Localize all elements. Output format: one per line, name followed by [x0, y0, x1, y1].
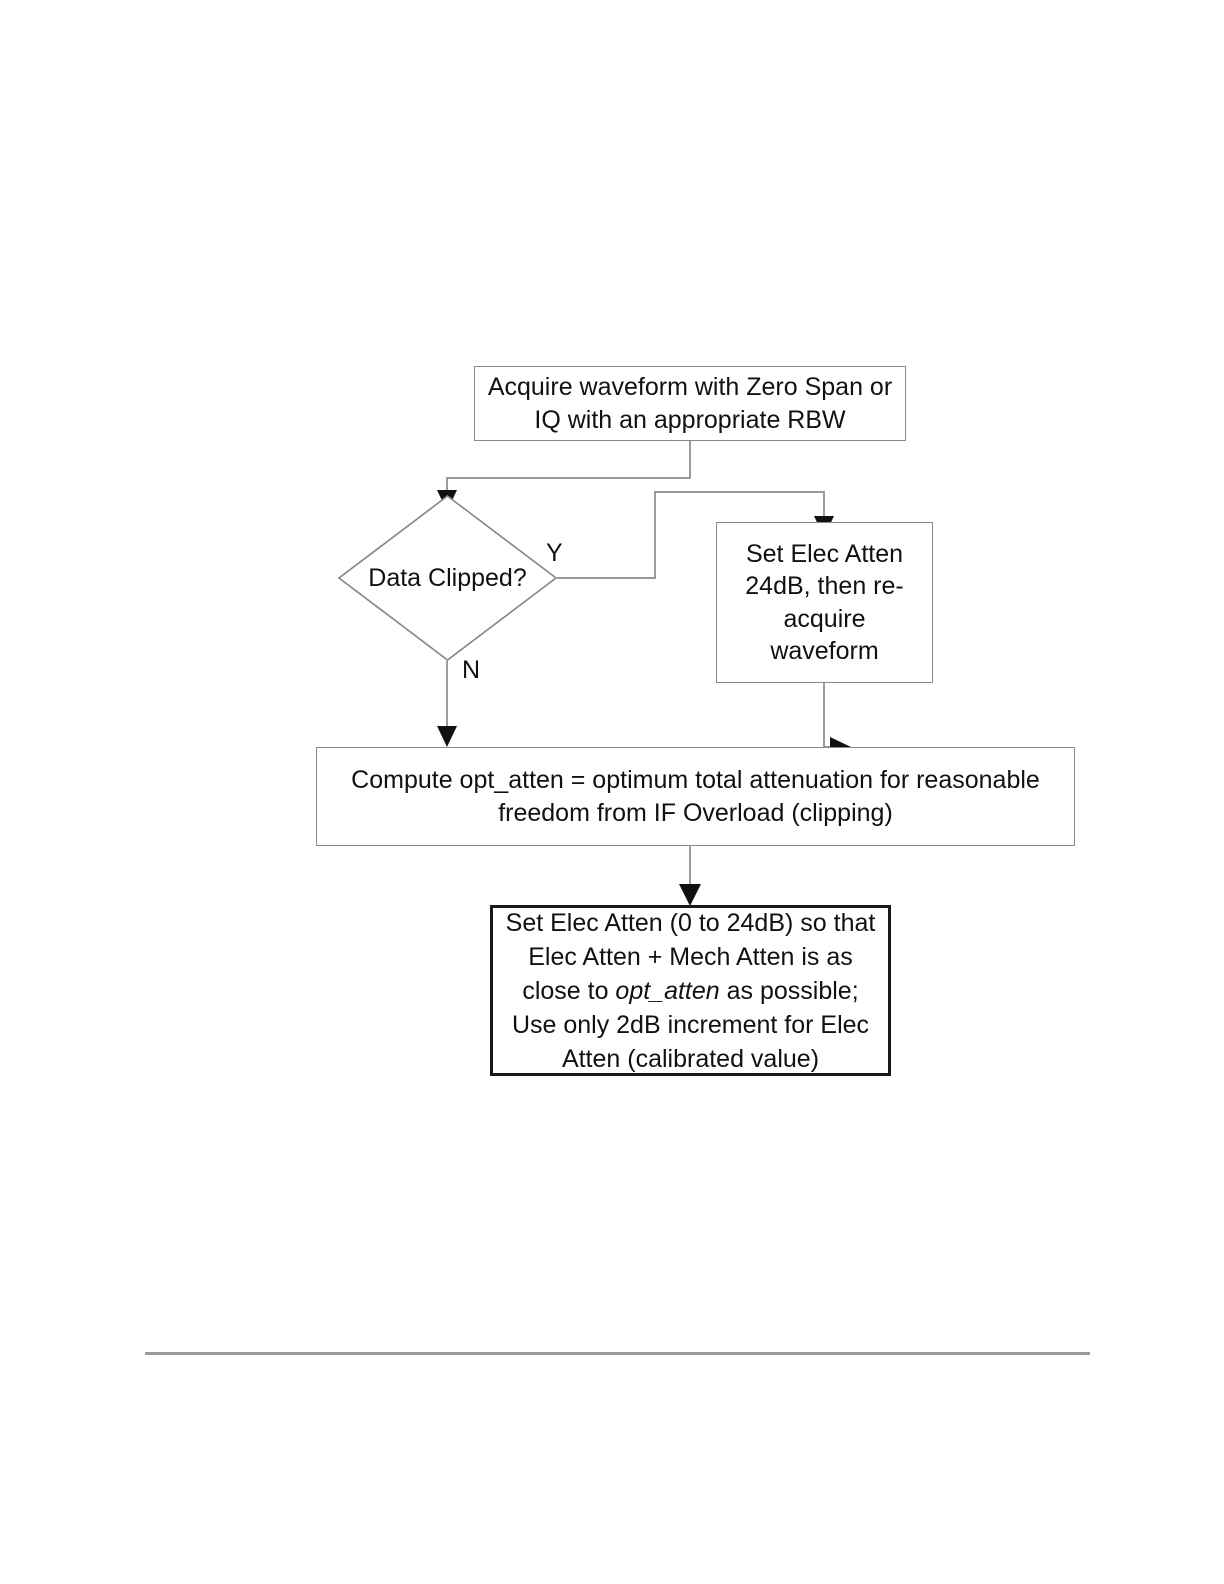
node-compute-opt-atten-label: Compute opt_atten = optimum total attenu… — [351, 766, 1040, 827]
diamond-shape — [337, 494, 558, 662]
branch-label-yes: Y — [546, 539, 563, 567]
edge-acquire-to-decision — [446, 441, 691, 492]
edge-setatten-to-compute — [823, 683, 832, 748]
opt-atten-emphasis: opt_atten — [615, 976, 720, 1005]
node-data-clipped-decision[interactable]: Data Clipped? — [337, 494, 558, 662]
node-compute-opt-atten[interactable]: Compute opt_atten = optimum total attenu… — [316, 747, 1075, 846]
arrowhead-into-compute-left — [437, 726, 457, 747]
arrowhead-into-setelec — [679, 884, 701, 906]
footer-divider — [145, 1352, 1090, 1355]
node-data-clipped-label: Data Clipped? — [368, 563, 527, 592]
branch-label-no: N — [462, 656, 481, 684]
